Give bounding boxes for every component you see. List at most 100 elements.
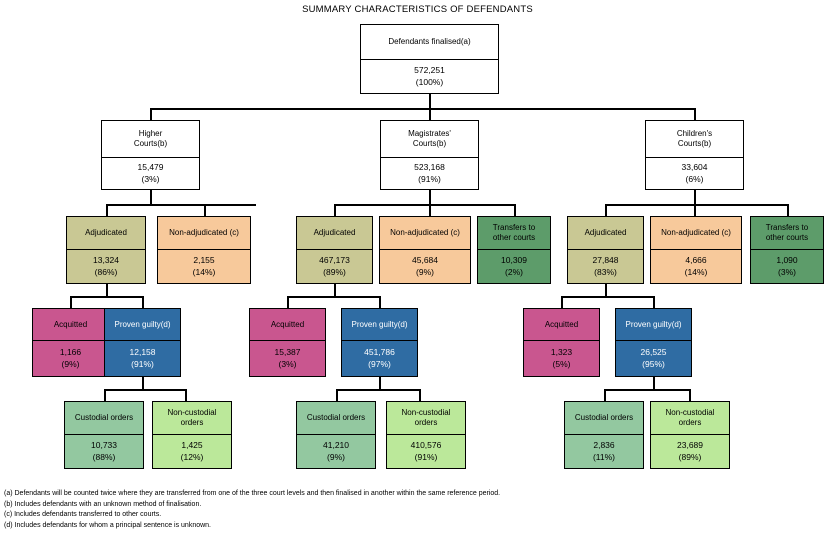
node-magistrates-proven-guilty[interactable]: Proven guilty(d) 451,786 (97%)	[341, 308, 418, 377]
node-body: 26,525 (95%)	[616, 341, 691, 376]
node-body: 23,689 (89%)	[651, 435, 729, 468]
connector-m-adj-stub	[334, 204, 336, 216]
node-childrens-transfers[interactable]: Transfers to other courts 1,090 (3%)	[750, 216, 824, 284]
node-percent: (12%)	[180, 451, 204, 462]
node-value: 572,251	[414, 65, 445, 76]
connector-c-ncust-stub	[689, 389, 691, 401]
connector-h-non-stub	[204, 204, 206, 216]
node-magistrates-non-custodial-orders[interactable]: Non-custodial orders 410,576 (91%)	[386, 401, 466, 469]
node-magistrates-adjudicated[interactable]: Adjudicated 467,173 (89%)	[296, 216, 373, 284]
node-percent: (3%)	[141, 173, 160, 184]
node-magistrates-courts[interactable]: Magistrates' Courts(b) 523,168 (91%)	[380, 120, 479, 190]
node-childrens-courts[interactable]: Children's Courts(b) 33,604 (6%)	[645, 120, 744, 190]
node-higher-custodial-orders[interactable]: Custodial orders 10,733 (88%)	[64, 401, 144, 469]
connector-c-pg-down	[653, 377, 655, 389]
node-childrens-acquitted[interactable]: Acquitted 1,323 (5%)	[523, 308, 600, 377]
node-header: Non-custodial orders	[153, 402, 231, 435]
connector-h-adj-down	[106, 284, 108, 296]
node-magistrates-non-adjudicated[interactable]: Non-adjudicated (c) 45,684 (9%)	[379, 216, 471, 284]
connector-m-ncust-stub	[419, 389, 421, 401]
connector-higher-bus	[106, 204, 256, 206]
connector-m-acq-stub	[287, 296, 289, 308]
node-percent: (89%)	[678, 451, 702, 462]
node-percent: (95%)	[642, 358, 665, 369]
node-magistrates-transfers[interactable]: Transfers to other courts 10,309 (2%)	[477, 216, 551, 284]
node-body: 10,733 (88%)	[65, 435, 143, 468]
node-header: Acquitted	[524, 309, 599, 341]
node-magistrates-custodial-orders[interactable]: Custodial orders 41,210 (9%)	[296, 401, 376, 469]
node-percent: (91%)	[131, 358, 154, 369]
node-body: 4,666 (14%)	[651, 250, 741, 283]
node-body: 410,576 (91%)	[387, 435, 465, 468]
node-body: 13,324 (86%)	[67, 250, 145, 283]
node-percent: (97%)	[368, 358, 391, 369]
node-body: 45,684 (9%)	[380, 250, 470, 283]
node-body: 467,173 (89%)	[297, 250, 372, 283]
footnote-a: (a) Defendants will be counted twice whe…	[4, 490, 501, 497]
node-percent: (2%)	[505, 266, 523, 277]
connector-c-non-stub	[694, 204, 696, 216]
node-percent: (14%)	[684, 266, 708, 277]
node-childrens-non-custodial-orders[interactable]: Non-custodial orders 23,689 (89%)	[650, 401, 730, 469]
node-childrens-custodial-orders[interactable]: Custodial orders 2,836 (11%)	[564, 401, 644, 469]
connector-c-outcome-bus	[561, 296, 655, 298]
connector-mags-stub	[429, 108, 431, 120]
node-value: 10,733	[91, 440, 117, 451]
node-childrens-non-adjudicated[interactable]: Non-adjudicated (c) 4,666 (14%)	[650, 216, 742, 284]
node-body: 27,848 (83%)	[568, 250, 643, 283]
footnote-d: (d) Includes defendants for whom a princ…	[4, 521, 212, 529]
connector-h-outcome-bus	[70, 296, 144, 298]
node-header: Higher Courts(b)	[102, 121, 199, 158]
node-higher-adjudicated[interactable]: Adjudicated 13,324 (86%)	[66, 216, 146, 284]
node-header: Proven guilty(d)	[616, 309, 691, 341]
node-body: 451,786 (97%)	[342, 341, 417, 376]
node-value: 523,168	[414, 162, 445, 173]
node-childrens-adjudicated[interactable]: Adjudicated 27,848 (83%)	[567, 216, 644, 284]
node-value: 1,425	[181, 440, 203, 451]
node-body: 572,251 (100%)	[361, 60, 498, 93]
node-header: Defendants finalised(a)	[361, 25, 498, 60]
connector-h-pg-stub	[142, 296, 144, 308]
node-header: Non-adjudicated (c)	[651, 217, 741, 250]
node-header: Proven guilty(d)	[342, 309, 417, 341]
node-value: 2,836	[593, 440, 615, 451]
node-body: 33,604 (6%)	[646, 158, 743, 189]
connector-h-acq-stub	[70, 296, 72, 308]
connector-m-adj-down	[334, 284, 336, 296]
node-body: 2,836 (11%)	[565, 435, 643, 468]
node-value: 12,158	[129, 347, 156, 358]
node-magistrates-acquitted[interactable]: Acquitted 15,387 (3%)	[249, 308, 326, 377]
node-percent: (89%)	[323, 266, 346, 277]
node-value: 15,387	[274, 347, 301, 358]
connector-m-cust-stub	[336, 389, 338, 401]
node-percent: (86%)	[94, 266, 118, 277]
node-body: 1,166 (9%)	[33, 341, 108, 376]
node-percent: (3%)	[778, 266, 796, 277]
node-percent: (9%)	[327, 451, 345, 462]
node-value: 15,479	[137, 162, 164, 173]
node-header: Non-adjudicated (c)	[158, 217, 250, 250]
node-higher-non-custodial-orders[interactable]: Non-custodial orders 1,425 (12%)	[152, 401, 232, 469]
node-body: 15,479 (3%)	[102, 158, 199, 189]
node-percent: (11%)	[592, 451, 616, 462]
node-header: Acquitted	[250, 309, 325, 341]
node-header: Adjudicated	[67, 217, 145, 250]
node-percent: (88%)	[92, 451, 116, 462]
node-higher-proven-guilty[interactable]: Proven guilty(d) 12,158 (91%)	[104, 308, 181, 377]
connector-h-adj-stub	[106, 204, 108, 216]
node-percent: (100%)	[415, 76, 444, 87]
node-header: Adjudicated	[297, 217, 372, 250]
node-childrens-proven-guilty[interactable]: Proven guilty(d) 26,525 (95%)	[615, 308, 692, 377]
connector-m-sentence-bus	[336, 389, 419, 391]
connector-level1-bus	[150, 108, 695, 110]
node-higher-acquitted[interactable]: Acquitted 1,166 (9%)	[32, 308, 109, 377]
connector-c-cust-stub	[604, 389, 606, 401]
footnotes: (a) Defendants will be counted twice whe…	[4, 489, 824, 531]
node-higher-non-adjudicated[interactable]: Non-adjudicated (c) 2,155 (14%)	[157, 216, 251, 284]
node-percent: (5%)	[552, 358, 571, 369]
node-value: 451,786	[364, 347, 395, 358]
node-higher-courts[interactable]: Higher Courts(b) 15,479 (3%)	[101, 120, 200, 190]
connector-c-adj-stub	[605, 204, 607, 216]
node-defendants-finalised[interactable]: Defendants finalised(a) 572,251 (100%)	[360, 24, 499, 94]
